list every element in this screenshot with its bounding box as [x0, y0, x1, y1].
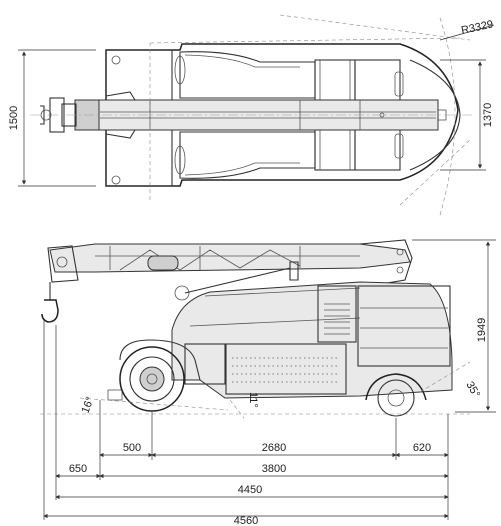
tilt-angle-11-label: 11° [247, 392, 259, 408]
length-dimensions: 500 2680 620 650 3800 4450 4560 [43, 320, 449, 526]
width-1500-label: 1500 [8, 106, 20, 130]
rear-overhang-620-label: 620 [413, 442, 431, 454]
length-4450-label: 4450 [238, 484, 262, 496]
wheelbase-2680-label: 2680 [262, 442, 286, 454]
side-view: 1949 16° 11° 35° [40, 239, 496, 419]
front-wheel [119, 346, 185, 412]
radius-r3329-label: R3329 [460, 18, 494, 36]
top-view: 1500 1370 R3329 [8, 14, 494, 216]
height-1949-label: 1949 [476, 318, 488, 342]
approach-angle-16-label: 16° [80, 395, 97, 415]
front-overhang-500-label: 500 [123, 442, 141, 454]
vent-dots [232, 357, 340, 383]
departure-angle-35-label: 35° [463, 380, 482, 400]
hook-reach-650-label: 650 [69, 463, 87, 475]
track-1370-label: 1370 [482, 103, 494, 127]
rear-wheel [365, 373, 427, 417]
length-4560-label: 4560 [234, 515, 258, 526]
engine-grille [324, 303, 350, 335]
base-length-3800-label: 3800 [262, 463, 286, 475]
